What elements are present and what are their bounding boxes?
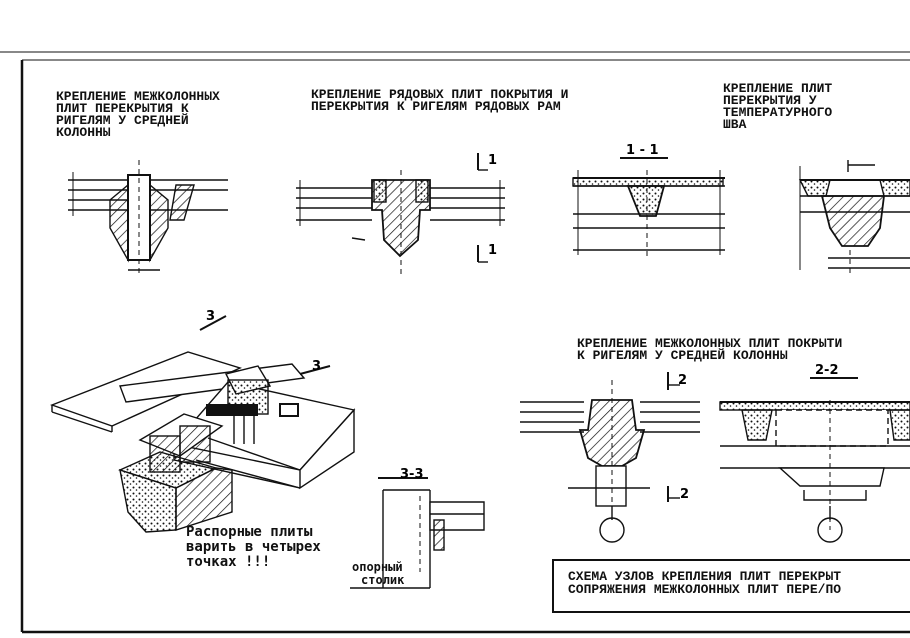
section-2-top-mark: 2 [678, 373, 687, 388]
caption-mid-column-1: КРЕПЛЕНИЕ МЕЖКОЛОННЫХ [56, 89, 220, 104]
section-3-mark-b: 3 [312, 359, 321, 374]
caption-temp-joint-2: ПЕРЕКРЫТИЯ У [723, 93, 817, 108]
detail-temperature-joint [798, 160, 910, 275]
detail-mid-column [68, 160, 228, 274]
note-support-post-2: столик [361, 573, 405, 587]
caption-row-slabs-2: ПЕРЕКРЫТИЯ К РИГЕЛЯМ РЯДОВЫХ РАМ [311, 99, 561, 114]
detail-row-slabs [296, 153, 505, 276]
detail-isometric-node [49, 315, 356, 533]
sheet-frame [0, 51, 910, 634]
note-support-post-1: опорный [352, 560, 403, 574]
section-1-title: 1 - 1 [626, 143, 659, 158]
title-block: СХЕМА УЗЛОВ КРЕПЛЕНИЯ ПЛИТ ПЕРЕКРЫТ СОПР… [552, 559, 910, 613]
caption-temp-joint-3: ТЕМПЕРАТУРНОГО [723, 105, 832, 120]
section-3-3-title: 3-3 [400, 467, 424, 482]
note-spacer-plates-3: точках !!! [186, 554, 270, 570]
title-block-line-2: СОПРЯЖЕНИЯ МЕЖКОЛОННЫХ ПЛИТ ПЕРЕ/ПО [568, 582, 841, 597]
detail-section-1-1 [572, 157, 725, 258]
section-3-mark-a: 3 [206, 309, 215, 324]
caption-temp-joint-1: КРЕПЛЕНИЕ ПЛИТ [723, 81, 832, 96]
section-2-2-title: 2-2 [815, 363, 839, 378]
caption-temp-joint-4: ШВА [723, 117, 747, 132]
title-block-line-1: СХЕМА УЗЛОВ КРЕПЛЕНИЯ ПЛИТ ПЕРЕКРЫТ [568, 569, 841, 584]
note-spacer-plates-2: варить в четырех [186, 539, 321, 555]
detail-section-3-3 [350, 477, 485, 589]
detail-section-2-2 [719, 377, 910, 543]
note-spacer-plates-1: Распорные плиты [186, 524, 313, 540]
caption-mid-column-3: РИГЕЛЯМ У СРЕДНЕЙ [56, 113, 189, 128]
caption-mid-column-2: ПЛИТ ПЕРЕКРЫТИЯ К [56, 101, 189, 116]
caption-row-slabs-1: КРЕПЛЕНИЕ РЯДОВЫХ ПЛИТ ПОКРЫТИЯ И [311, 87, 568, 102]
caption-mid-column-4: КОЛОННЫ [56, 125, 111, 140]
detail-roof-slabs [520, 372, 700, 543]
section-2-bottom-mark: 2 [680, 487, 689, 502]
caption-roof-slabs-2: К РИГЕЛЯМ У СРЕДНЕЙ КОЛОННЫ [577, 348, 788, 363]
section-1-bottom-mark: 1 [488, 243, 497, 258]
section-1-top-mark: 1 [488, 153, 497, 168]
caption-roof-slabs-1: КРЕПЛЕНИЕ МЕЖКОЛОННЫХ ПЛИТ ПОКРЫТИ [577, 336, 842, 351]
